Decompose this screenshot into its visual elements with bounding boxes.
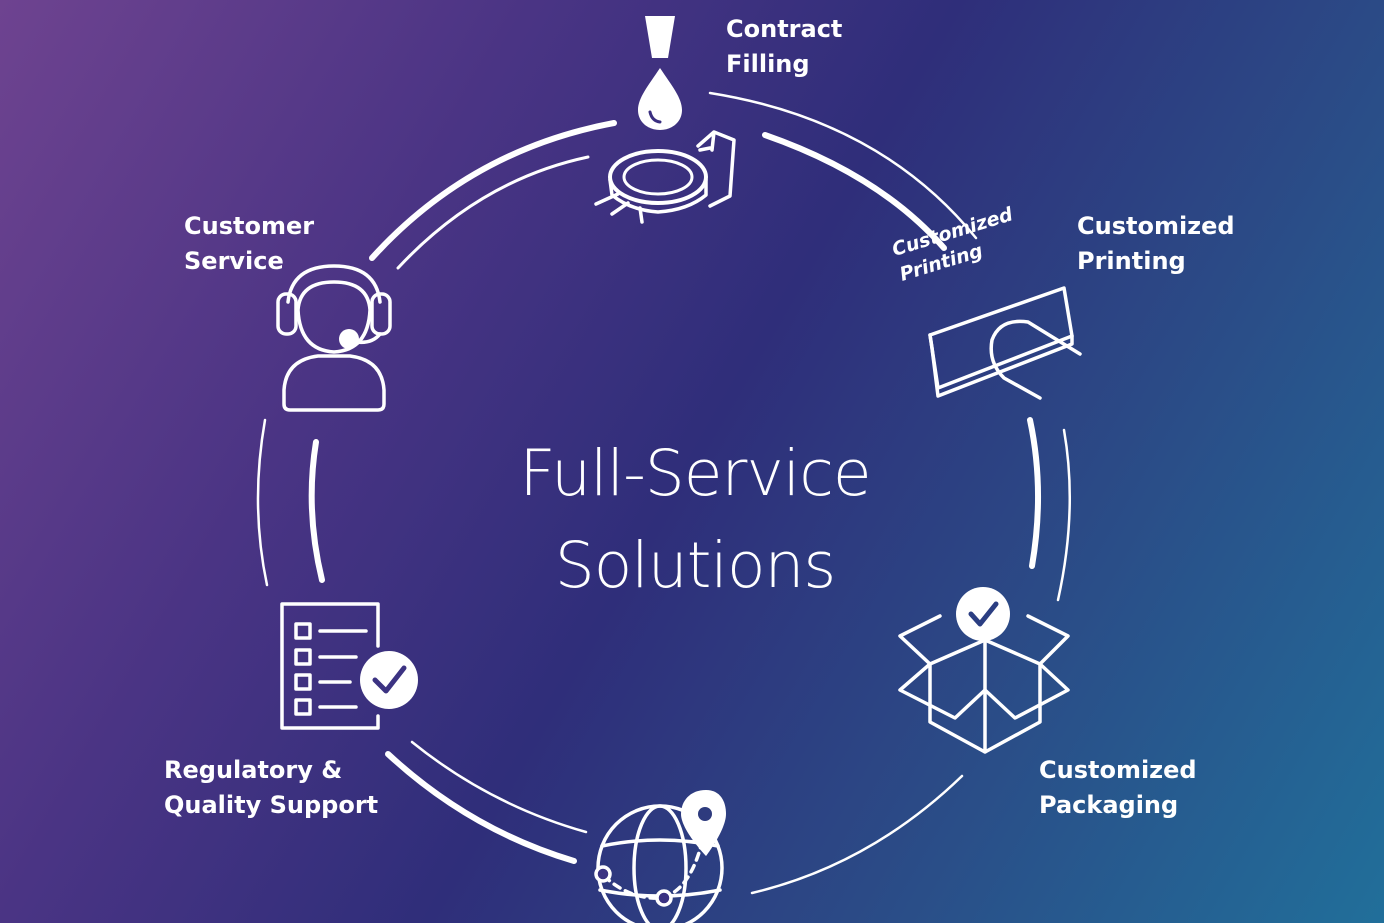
box-front-flaps: [898, 662, 1070, 720]
label-line-1: Customized: [1039, 756, 1197, 784]
headset-agent-icon: [276, 264, 392, 412]
ring-arc-right-thin: [1056, 428, 1072, 602]
ring-arc-bottom-left-thick: [385, 751, 577, 864]
checklist-check-icon: [280, 602, 418, 730]
label-line-1: Customized: [1077, 212, 1235, 240]
stamp-hand: [989, 319, 1082, 400]
globe-location-pin-icon: [594, 790, 726, 923]
check-mark: [968, 601, 999, 627]
check-mark: [372, 665, 407, 694]
headband: [286, 264, 382, 304]
machine-legs: [594, 192, 644, 224]
checkbox-4: [294, 698, 312, 716]
center-title: Full-Service Solutions: [395, 428, 995, 612]
label-line-2: Packaging: [1039, 791, 1179, 819]
drop: [638, 68, 682, 130]
mic-boom: [354, 332, 382, 345]
cycle-ring: [256, 91, 1072, 895]
center-title-line-2: Solutions: [554, 529, 836, 602]
check-badge: [956, 587, 1010, 641]
head: [296, 280, 372, 354]
service-label-regulatory-quality: Regulatory & Quality Support: [164, 753, 378, 823]
route-start: [594, 865, 612, 883]
ring-arc-top-right-thin: [708, 91, 978, 240]
route-mid: [655, 889, 673, 907]
shoulders: [282, 354, 386, 412]
globe-meridian: [632, 804, 688, 923]
label-line-2: Quality Support: [164, 791, 379, 819]
checkbox-1: [294, 622, 312, 640]
checklist-lines: [318, 629, 368, 709]
nozzle: [645, 16, 675, 58]
ring-arc-bottom-left-thin: [410, 740, 588, 834]
service-label-customer-service: Customer Service: [184, 209, 314, 279]
checkbox-3: [294, 673, 312, 691]
ring-arc-right-thick: [1027, 417, 1042, 569]
clipboard: [280, 602, 380, 730]
label-line-2: Printing: [1077, 247, 1186, 275]
label-line-1: Regulatory &: [164, 756, 343, 784]
check-badge: [360, 651, 418, 709]
checkbox-2: [294, 648, 312, 666]
center-title-line-1: Full-Service: [519, 437, 871, 510]
ring-arc-left-thin: [256, 418, 269, 587]
location-pin: [681, 790, 726, 856]
filling-drop-icon: [594, 16, 736, 224]
box-body: [928, 638, 1042, 754]
vial-rim-inner: [622, 158, 694, 196]
pin-hole: [698, 807, 712, 821]
printing-plate-icon: [928, 286, 1082, 400]
service-label-contract-filling: Contract Filling: [726, 12, 842, 82]
label-line-2: Filling: [726, 50, 810, 78]
ring-arc-bottom-right-thin: [750, 774, 964, 895]
filling-machine-frame: [696, 130, 736, 208]
vial-rim-outer: [608, 149, 708, 205]
plate-side: [928, 333, 1074, 398]
label-line-2: Service: [184, 247, 284, 275]
ring-arc-top-left-thin: [396, 155, 590, 270]
vial-base: [608, 178, 708, 214]
open-box-check-icon: [898, 587, 1070, 754]
ear-cup-left: [276, 292, 298, 336]
label-line-1: Contract: [726, 15, 843, 43]
service-label-customized-printing: Customized Printing: [1077, 209, 1235, 279]
ring-arc-top-left-thick: [369, 120, 617, 261]
mic: [339, 329, 359, 349]
label-line-1: Customer: [184, 212, 315, 240]
service-label-customized-packaging: Customized Packaging: [1039, 753, 1197, 823]
ring-arc-top-right-thick: [762, 132, 947, 251]
drop-highlight: [648, 110, 662, 124]
ring-arc-left-thick: [308, 439, 325, 583]
